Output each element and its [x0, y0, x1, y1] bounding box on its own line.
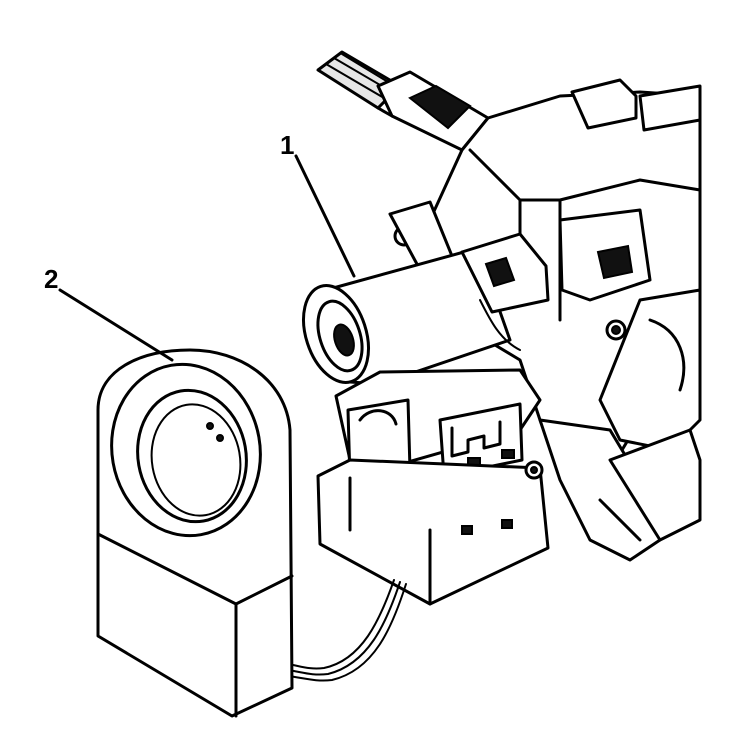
callout-1-leader [294, 154, 356, 278]
callout-2-label: 2 [44, 264, 59, 294]
ring-module [96, 348, 294, 718]
column-housing [388, 78, 702, 472]
callout-2-leader [58, 288, 174, 362]
callout-1-label: 1 [280, 130, 295, 160]
lock-cylinder-case [302, 232, 550, 386]
steering-shaft [316, 50, 490, 152]
wiring-harness [287, 579, 407, 682]
switch-assembly [316, 368, 550, 606]
lower-bracket [538, 418, 702, 562]
